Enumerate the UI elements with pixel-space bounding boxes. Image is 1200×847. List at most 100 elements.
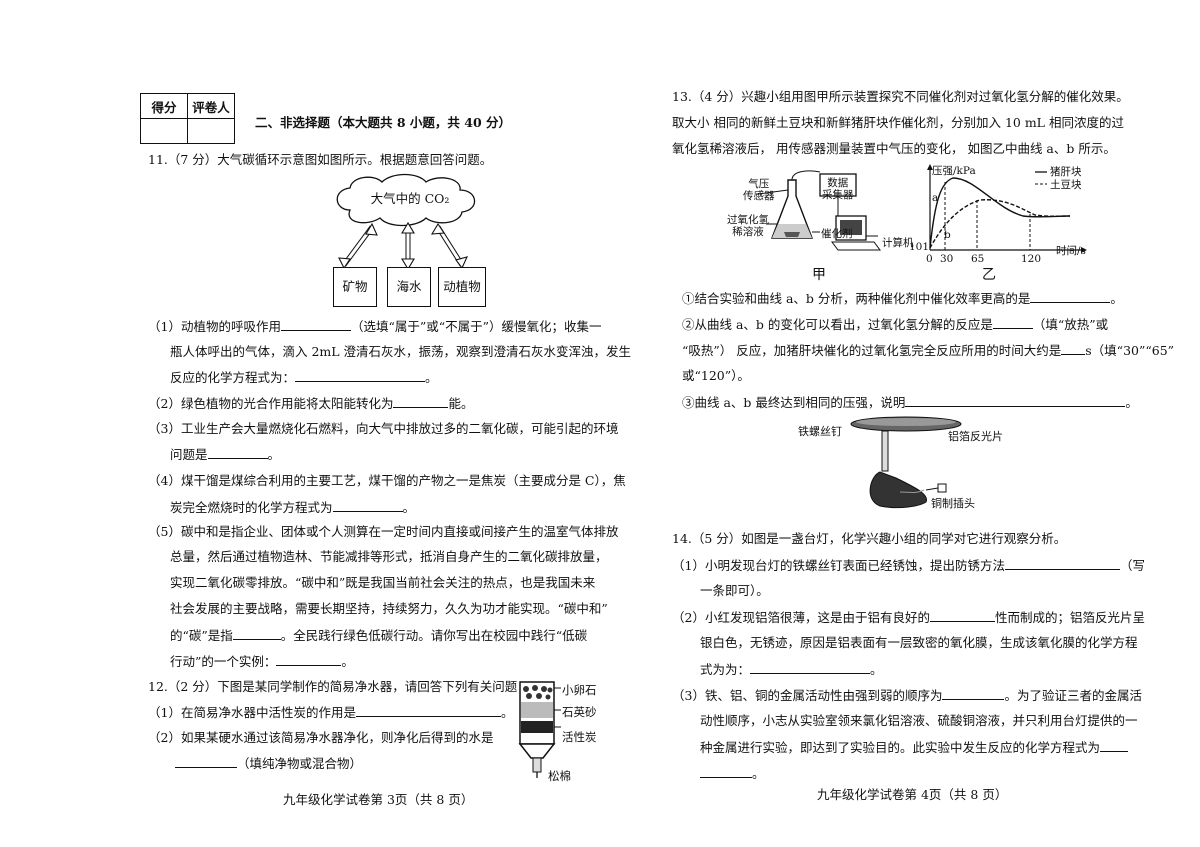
q11-3-line1: （3）工业生产会大量燃烧化石燃料，向大气中排放过多的二氧化碳，可能引起的环境 [148, 421, 619, 436]
label-sand: 石英砂 [562, 705, 597, 719]
score-cell[interactable] [140, 118, 188, 144]
q11-5-line1: （5）碳中和是指企业、团体或个人测算在一定时间内直接或间接产生的温室气体排放 [148, 524, 619, 539]
answer-blank[interactable] [992, 316, 1033, 329]
q13-line3: 氧化氢稀溶液后， 用传感器测量装置中气压的变化， 如图乙中曲线 a、b 所示。 [672, 141, 1116, 156]
answer-blank[interactable] [276, 653, 342, 666]
water-purifier-diagram [518, 681, 561, 778]
q14-3-line3: 种金属进行实验，即达到了实验目的。此实验中发生反应的化学方程式为 [700, 739, 1129, 756]
score-label: 得分 [140, 93, 188, 119]
q11-stem: 11.（7 分）大气碳循环示意图如图所示。根据题意回答问题。 [148, 152, 493, 167]
tick-65: 65 [971, 253, 985, 265]
label-solution: 过氧化氢 稀溶液 [727, 214, 769, 238]
q13-line2: 取大小 相同的新鲜土豆块和新鲜猪肝块作催化剂，分别加入 10 mL 相同浓度的过 [672, 115, 1124, 130]
label-pebble: 小卵石 [562, 683, 597, 697]
answer-blank[interactable] [332, 499, 403, 512]
score-table: 得分 评卷人 [140, 93, 235, 144]
q14-1-line1: （1）小明发现台灯的铁螺丝钉表面已经锈蚀，提出防锈方法（写 [672, 557, 1145, 573]
q11-4-line1: （4）煤干馏是煤综合利用的主要工艺，煤干馏的产物之一是焦炭（主要成分是 C），焦 [148, 473, 626, 488]
cloud-shape [336, 173, 476, 227]
tick-30: 30 [940, 253, 954, 265]
chart-y0: 101 [909, 241, 930, 253]
label-catalyst: 催化剂 [821, 228, 853, 240]
answer-blank[interactable] [1100, 739, 1129, 752]
answer-blank[interactable] [295, 369, 426, 382]
q11-2: （2）绿色植物的光合作用能将太阳能转化为能。 [148, 395, 474, 411]
q13-c2-line3: 或“120”）。 [682, 368, 750, 383]
section-title: 二、非选择题（本大题共 8 小题，共 40 分） [255, 115, 512, 130]
apparatus-diagram [757, 170, 881, 251]
pressure-time-chart [927, 164, 1087, 253]
q12-stem: 12.（2 分）下图是某同学制作的简易净水器，请回答下列有关问题： [148, 679, 530, 694]
q13-line1: 13.（4 分）兴趣小组用图甲所示装置探究不同催化剂对过氧化氢分解的催化效果。 [672, 89, 1129, 104]
answer-blank[interactable] [700, 765, 752, 778]
answer-blank[interactable] [905, 394, 1126, 407]
box-organisms: 动植物 [438, 267, 486, 307]
q13-c1: ①结合实验和曲线 a、b 分析，两种催化剂中催化效率更高的是。 [682, 290, 1123, 306]
desk-lamp-diagram [850, 416, 962, 509]
answer-blank[interactable] [942, 687, 1005, 700]
curve-a [929, 177, 1071, 249]
chart-ylabel: 压强/kPa [932, 165, 976, 177]
q12-2-line1: （2）如果某硬水通过该简易净水器净化，则净化后得到的水是 [148, 730, 494, 745]
carbon-cycle-diagram [336, 173, 476, 271]
q13-c3: ③曲线 a、b 最终达到相同的压强，说明。 [682, 394, 1138, 410]
curve-b-label: b [944, 229, 951, 241]
box-minerals: 矿物 [333, 267, 377, 307]
label-carbon: 活性炭 [562, 730, 597, 744]
q11-3-line2: 问题是。 [170, 446, 281, 462]
curve-b [929, 199, 1071, 249]
answer-blank[interactable] [393, 395, 449, 408]
q14-3-line4: 。 [700, 765, 765, 782]
label-sensor: 气压 传感器 [743, 178, 775, 202]
grader-label: 评卷人 [187, 93, 235, 119]
q11-5-line3: 实现二氧化碳零排放。“碳中和”既是我国当前社会关注的热点，也是我国未来 [170, 575, 596, 590]
q13-c2-line1: ②从曲线 a、b 的变化可以看出，过氧化氢分解的反应是（填“放热”或 [682, 316, 1109, 332]
caption-yi: 乙 [982, 267, 996, 283]
q11-5-line2: 总量，然后通过植物造林、节能减排等形式，抵消自身产生的二氧化碳排放量， [170, 549, 608, 564]
q14-3-line1: （3）铁、铝、铜的金属活动性由强到弱的顺序为。为了验证三者的金属活 [672, 687, 1142, 703]
caption-jia: 甲 [812, 267, 826, 283]
legend-potato: 土豆块 [1050, 179, 1082, 191]
answer-blank[interactable] [750, 661, 871, 674]
q12-2-line2: （填纯净物或混合物） [175, 755, 362, 772]
cloud-label: 大气中的 CO₂ [370, 191, 450, 206]
q12-1: （1）在简易净水器中活性炭的作用是。 [148, 704, 514, 720]
label-screw: 铁螺丝钉 [798, 425, 842, 438]
q11-1-line2: 瓶人体呼出的气体，滴入 2mL 澄清石灰水，振荡，观察到澄清石灰水变浑浊，发生 [170, 344, 632, 359]
answer-blank[interactable] [232, 627, 281, 640]
q14-3-line2: 动性顺序，小志从实验室领来氯化铝溶液、硫酸铜溶液，并只利用台灯提供的一 [700, 713, 1138, 728]
label-cotton: 松棉 [548, 769, 571, 783]
double-arrows [338, 221, 468, 271]
answer-blank[interactable] [1061, 342, 1086, 355]
footer-page4: 九年级化学试卷第 4页（共 8 页） [817, 787, 1008, 802]
q11-5-line4: 社会发展的主要战略，需要长期坚持，持续努力，久久为功才能实现。“碳中和” [170, 601, 608, 616]
q11-1-line1: （1）动植物的呼吸作用（选填“属于”或“不属于”）缓慢氧化；收集一 [148, 318, 602, 334]
grader-cell[interactable] [187, 118, 235, 144]
footer-page3: 九年级化学试卷第 3页（共 8 页） [283, 792, 474, 807]
q14-2-line2: 银白色，无锈迹，原因是铝表面有一层致密的氧化膜，生成该氧化膜的化学方程 [700, 635, 1138, 650]
q14-2-line1: （2）小红发现铝箔很薄，这是由于铝有良好的性而制成的；铝箔反光片呈 [672, 609, 1145, 625]
label-plug: 铜制插头 [931, 497, 975, 510]
answer-blank[interactable] [355, 704, 501, 717]
answer-blank[interactable] [175, 755, 237, 768]
curve-a-label: a [932, 192, 939, 204]
q11-5-line6: 行动”的一个实例：。 [170, 653, 354, 669]
answer-blank[interactable] [1030, 290, 1111, 303]
label-collector: 数据 采集器 [822, 177, 854, 201]
q11-4-line2: 炭完全燃烧时的化学方程式为。 [170, 499, 416, 515]
q14-2-line3: 式为为：。 [700, 661, 883, 677]
q11-1-line3: 反应的化学方程式为：。 [170, 369, 438, 385]
tick-120: 120 [1021, 253, 1042, 265]
box-seawater: 海水 [387, 267, 431, 307]
answer-blank[interactable] [929, 609, 995, 622]
tick-0: 0 [926, 253, 933, 265]
answer-blank[interactable] [280, 318, 351, 331]
legend-liver: 猪肝块 [1050, 166, 1082, 178]
label-foil: 铝箔反光片 [948, 430, 1003, 443]
chart-xlabel: 时间/s [1056, 245, 1086, 257]
answer-blank[interactable] [1004, 557, 1120, 570]
label-computer: 计算机 [882, 237, 914, 249]
q14-stem: 14.（5 分）如图是一盏台灯，化学兴趣小组的同学对它进行观察分析。 [672, 531, 1067, 546]
answer-blank[interactable] [207, 446, 268, 459]
